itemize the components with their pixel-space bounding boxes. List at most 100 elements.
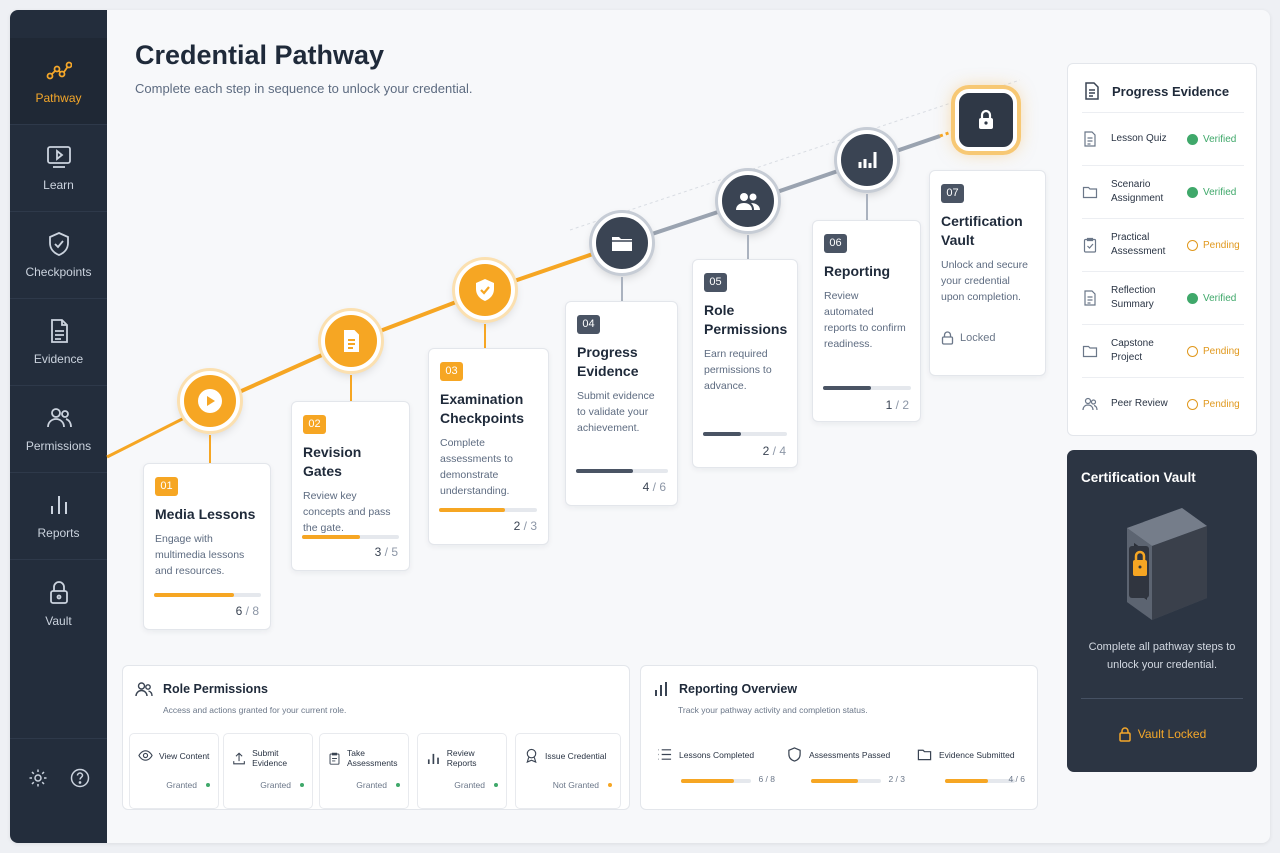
bar-chart-icon: [655, 682, 667, 696]
lock-icon: [941, 331, 954, 345]
evidence-row[interactable]: Reflection Summary Verified: [1082, 271, 1244, 324]
step-5-node[interactable]: [718, 171, 778, 231]
step-6-node[interactable]: [837, 130, 897, 190]
step-title: Revision Gates: [303, 444, 362, 479]
step-1-node[interactable]: [180, 371, 240, 431]
sidebar-item-label: Learn: [43, 178, 74, 192]
metric-progress-bar: [945, 779, 1015, 783]
step-description: Unlock and secure your credential upon c…: [941, 259, 1028, 303]
panel-header: Reporting Overview: [653, 681, 797, 697]
permission-card[interactable]: Take Assessments Granted: [319, 733, 409, 809]
folder-icon: [1082, 186, 1098, 199]
step-card-3[interactable]: 03 Examination Checkpoints Complete asse…: [428, 348, 549, 545]
panel-header: Progress Evidence: [1084, 82, 1229, 100]
step-6-stem: [866, 194, 868, 220]
sidebar-item-reports[interactable]: Reports: [10, 473, 107, 560]
sidebar-item-vault[interactable]: Vault: [10, 560, 107, 647]
status-badge: Pending: [1187, 398, 1240, 410]
step-number-badge: 01: [155, 477, 178, 496]
step-card-7[interactable]: 07 Certification Vault Unlock and secure…: [929, 170, 1046, 376]
step-number-badge: 03: [440, 362, 463, 381]
step-progress-count: 4 / 6: [642, 480, 666, 494]
sidebar-item-evidence[interactable]: Evidence: [10, 299, 107, 386]
evidence-row[interactable]: Practical Assessment Pending: [1082, 218, 1244, 271]
step-progress-count: 1 / 2: [885, 398, 909, 412]
step-progress-bar: [439, 508, 537, 512]
sidebar-item-label: Evidence: [33, 352, 84, 366]
evidence-row[interactable]: Scenario Assignment Verified: [1082, 165, 1244, 218]
page-title: Credential Pathway: [135, 40, 385, 70]
sidebar-item-label: Reports: [37, 526, 80, 540]
sidebar-item-permissions[interactable]: Permissions: [10, 386, 107, 473]
panel-title: Certification Vault: [1081, 470, 1196, 485]
settings-icon[interactable]: [28, 768, 48, 788]
check-circle-icon: [1187, 133, 1198, 145]
sidebar-item-pathway[interactable]: Pathway: [10, 38, 107, 125]
step-3-stem: [484, 324, 486, 350]
step-progress-bar: [823, 386, 911, 390]
bar-chart-icon: [50, 496, 67, 514]
lock-icon: [979, 109, 993, 129]
folder-icon: [1082, 345, 1098, 358]
step-title: Media Lessons: [155, 506, 256, 522]
step-description: Submit evidence to validate your achieve…: [577, 390, 655, 434]
metric-progress-bar: [681, 779, 751, 783]
status-badge: Pending: [1187, 345, 1240, 357]
vault-message: Complete all pathway steps to unlock you…: [1088, 641, 1236, 671]
document-icon: [1084, 290, 1096, 306]
eye-icon: [138, 750, 153, 761]
shield-check-icon: [476, 279, 494, 301]
sidebar-item-learn[interactable]: Learn: [10, 125, 107, 212]
help-icon[interactable]: [70, 768, 90, 788]
vault-locked-button[interactable]: Vault Locked: [1081, 726, 1243, 742]
step-progress-bar: [703, 432, 787, 436]
evidence-row[interactable]: Lesson Quiz Verified: [1082, 112, 1244, 165]
sidebar-footer: [10, 738, 107, 816]
upload-icon: [233, 751, 245, 764]
shield-icon: [788, 747, 801, 762]
sidebar-item-label: Permissions: [25, 439, 92, 453]
step-3-node[interactable]: [455, 260, 515, 320]
status-dot: [300, 783, 304, 787]
play-icon: [198, 389, 222, 413]
users-icon: [736, 193, 760, 210]
status-dot: [608, 783, 612, 787]
step-number-badge: 06: [824, 234, 847, 253]
permission-card[interactable]: Submit Evidence Granted: [223, 733, 313, 809]
clock-icon: [1187, 345, 1198, 357]
permission-card[interactable]: Issue Credential Not Granted: [515, 733, 621, 809]
step-progress-bar: [302, 535, 399, 539]
status-badge: Verified: [1187, 186, 1236, 198]
step-card-5[interactable]: 05 Role Permissions Earn required permis…: [692, 259, 798, 468]
document-icon: [1084, 131, 1096, 147]
app-window: Pathway Learn Checkpoints Evidence Permi…: [10, 10, 1270, 843]
document-icon: [344, 330, 359, 352]
folder-icon: [917, 749, 932, 761]
step-card-2[interactable]: 02 Revision Gates Review key concepts an…: [291, 401, 410, 571]
folder-icon: [612, 237, 632, 251]
step-description: Engage with multimedia lessons and resou…: [155, 533, 245, 577]
step-7-node[interactable]: [955, 89, 1017, 151]
step-number-badge: 04: [577, 315, 600, 334]
status-dot: [494, 783, 498, 787]
step-title: Role Permissions: [704, 302, 788, 337]
step-card-4[interactable]: 04 Progress Evidence Submit evidence to …: [565, 301, 678, 506]
certification-vault-panel: Certification Vault Complete all pathway…: [1067, 450, 1257, 772]
step-description: Review automated reports to confirm read…: [824, 290, 906, 350]
step-4-node[interactable]: [592, 213, 652, 273]
step-description: Earn required permissions to advance.: [704, 348, 772, 392]
locked-status: Locked: [941, 331, 1034, 345]
permission-card[interactable]: View Content Granted: [129, 733, 219, 809]
step-card-1[interactable]: 01 Media Lessons Engage with multimedia …: [143, 463, 271, 630]
status-badge: Verified: [1187, 292, 1236, 304]
check-circle-icon: [1187, 292, 1198, 304]
step-card-6[interactable]: 06 Reporting Review automated reports to…: [812, 220, 921, 422]
sidebar-item-checkpoints[interactable]: Checkpoints: [10, 212, 107, 299]
evidence-row[interactable]: Capstone Project Pending: [1082, 324, 1244, 377]
check-circle-icon: [1187, 186, 1198, 198]
permission-card[interactable]: Review Reports Granted: [417, 733, 507, 809]
step-progress-count: 2 / 4: [762, 444, 786, 458]
step-2-stem: [350, 375, 352, 403]
evidence-row[interactable]: Peer Review Pending: [1082, 377, 1244, 430]
step-2-node[interactable]: [321, 311, 381, 371]
